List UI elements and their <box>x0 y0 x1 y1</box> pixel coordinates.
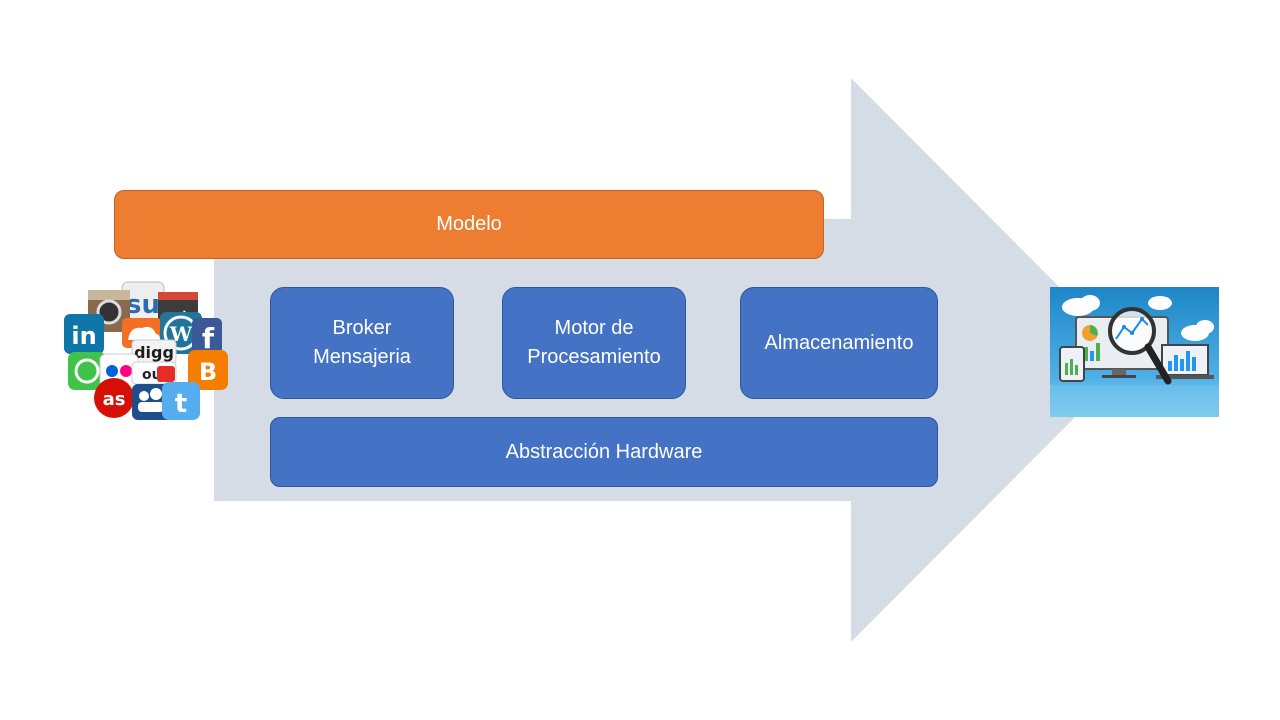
motor-label: Motor de Procesamiento <box>527 317 661 368</box>
svg-text:as: as <box>103 389 126 410</box>
svg-text:in: in <box>71 322 96 350</box>
analytics-dashboard-icon <box>1050 287 1219 417</box>
wordpress-icon: W <box>160 312 202 354</box>
svg-text:su: su <box>126 290 160 320</box>
broker-label: Broker Mensajeria <box>313 317 411 368</box>
motor-box: Motor de Procesamiento <box>502 287 686 399</box>
whatsapp-icon <box>68 352 106 390</box>
model-label: Modelo <box>436 213 502 235</box>
hardware-bar: Abstracción Hardware <box>270 417 938 487</box>
broker-box: Broker Mensajeria <box>270 287 454 399</box>
linkedin-icon: in <box>64 314 104 354</box>
storage-label: Almacenamiento <box>764 331 914 354</box>
model-bar: Modelo <box>114 190 824 259</box>
blogger-icon: B <box>188 350 228 390</box>
facebook-icon: f <box>192 318 222 355</box>
svg-text:B: B <box>199 358 217 386</box>
svg-text:t: t <box>175 389 187 419</box>
storage-box: Almacenamiento <box>740 287 938 399</box>
twitter-icon: t <box>162 382 200 420</box>
svg-text:f: f <box>202 322 215 355</box>
lastfm-icon: as <box>94 378 134 418</box>
social-media-icons: su g+ in W f digg ou B as t <box>64 281 228 420</box>
svg-text:ou: ou <box>142 367 162 383</box>
hardware-label: Abstracción Hardware <box>505 440 703 463</box>
digg-icon: digg <box>131 339 177 365</box>
svg-text:digg: digg <box>134 343 174 362</box>
youtube-icon: ou <box>131 361 177 385</box>
